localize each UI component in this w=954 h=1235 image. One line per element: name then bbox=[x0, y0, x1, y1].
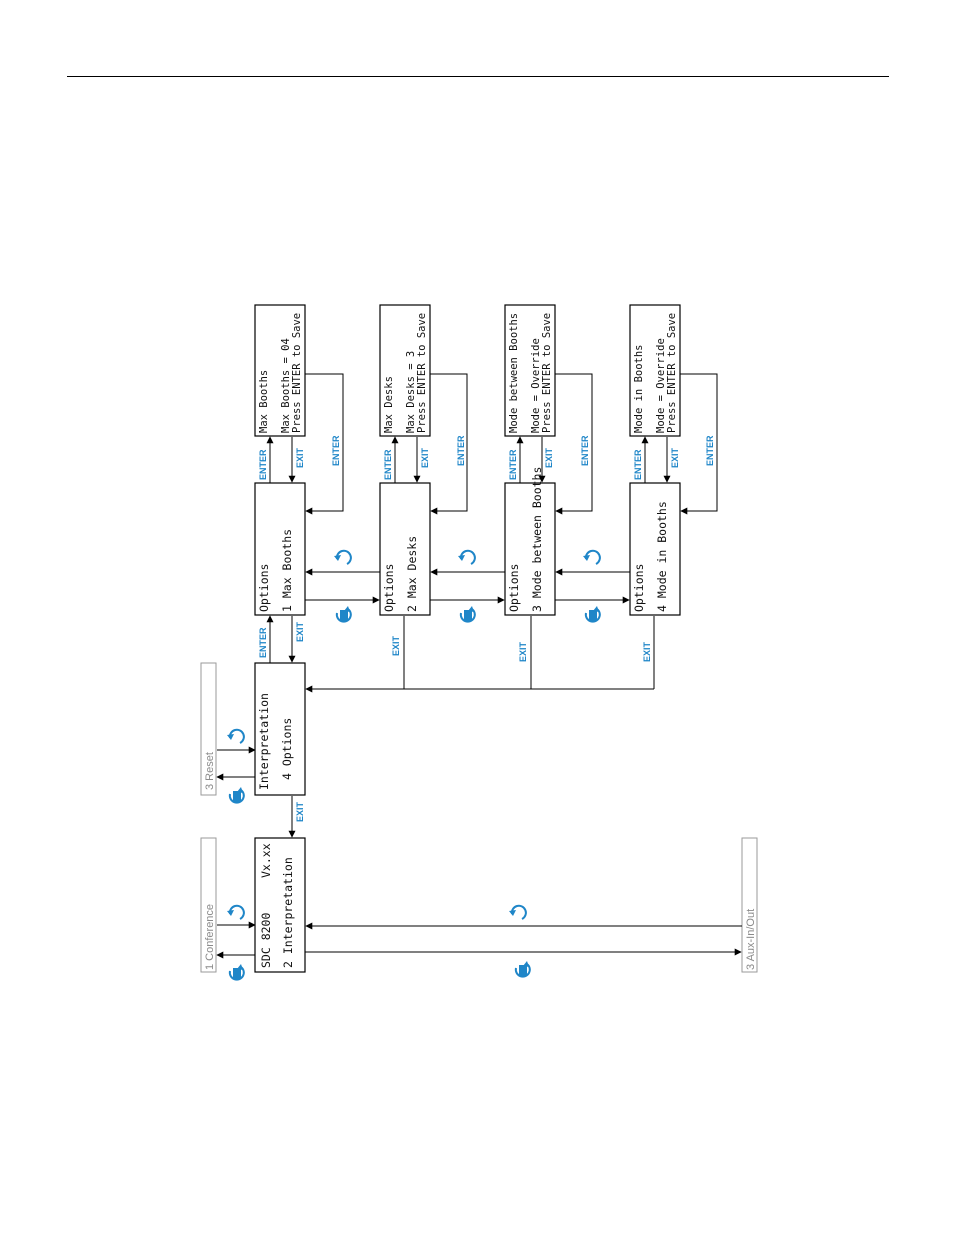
svg-text:EXIT: EXIT bbox=[670, 447, 680, 468]
svg-text:Max Desks = 3: Max Desks = 3 bbox=[405, 351, 417, 433]
svg-text:ENTER: ENTER bbox=[258, 449, 268, 480]
rotate-up-icon bbox=[508, 904, 527, 920]
svg-text:Mode between Booths: Mode between Booths bbox=[508, 313, 520, 433]
rotate-up-icon bbox=[333, 549, 352, 565]
settings-box-3: Mode between Booths Mode = Override Pres… bbox=[504, 304, 556, 437]
svg-text:Mode = Override: Mode = Override bbox=[530, 338, 542, 433]
aux-label: 3 Aux-In/Out bbox=[745, 909, 757, 970]
rotate-up-icon bbox=[226, 904, 245, 920]
conference-label: 1 Conference bbox=[204, 904, 216, 970]
svg-text:Max Desks: Max Desks bbox=[383, 376, 395, 433]
svg-text:ENTER: ENTER bbox=[580, 435, 590, 466]
settings-box-4: Mode in Booths Mode = Override Press ENT… bbox=[629, 304, 681, 437]
svg-text:1 Max Booths: 1 Max Booths bbox=[280, 529, 294, 612]
svg-text:ENTER: ENTER bbox=[456, 435, 466, 466]
svg-text:EXIT: EXIT bbox=[295, 447, 305, 468]
svg-text:Mode in Booths: Mode in Booths bbox=[633, 344, 645, 433]
interpretation-box: Interpretation 4 Options bbox=[254, 662, 306, 796]
svg-text:ENTER: ENTER bbox=[383, 449, 393, 480]
rotate-down-icon bbox=[228, 786, 245, 804]
svg-text:3 Mode between Booths: 3 Mode between Booths bbox=[530, 467, 544, 612]
reset-box: 3 Reset bbox=[200, 662, 217, 796]
settings-box-1: Max Booths Max Booths = 04 Press ENTER t… bbox=[254, 304, 306, 437]
main-menu-box: SDC 8200 Vx.xx 2 Interpretation bbox=[254, 837, 306, 973]
svg-text:Options: Options bbox=[632, 564, 646, 612]
svg-text:Press ENTER to Save: Press ENTER to Save bbox=[416, 313, 428, 433]
exit-label: EXIT bbox=[295, 801, 305, 822]
svg-text:Max Booths: Max Booths bbox=[258, 370, 270, 433]
exit-label: EXIT bbox=[391, 635, 401, 656]
reset-label: 3 Reset bbox=[204, 752, 216, 790]
exit-label: EXIT bbox=[642, 641, 652, 662]
rotate-up-icon bbox=[226, 728, 245, 744]
rotate-down-icon bbox=[459, 605, 476, 623]
header-rule bbox=[67, 76, 889, 77]
svg-text:Press ENTER to Save: Press ENTER to Save bbox=[541, 313, 553, 433]
exit-label: EXIT bbox=[518, 641, 528, 662]
options-box-4: Options 4 Mode in Booths bbox=[629, 482, 681, 616]
main-version: Vx.xx bbox=[259, 843, 273, 878]
conference-box: 1 Conference bbox=[200, 837, 217, 973]
rotate-down-icon bbox=[335, 605, 352, 623]
svg-text:ENTER: ENTER bbox=[633, 449, 643, 480]
svg-text:2 Max Desks: 2 Max Desks bbox=[405, 536, 419, 612]
svg-text:Options: Options bbox=[507, 564, 521, 612]
svg-text:ENTER: ENTER bbox=[331, 435, 341, 466]
options-box-2: Options 2 Max Desks bbox=[379, 482, 431, 616]
svg-text:4 Mode in Booths: 4 Mode in Booths bbox=[655, 501, 669, 612]
svg-text:Press ENTER to Save: Press ENTER to Save bbox=[666, 313, 678, 433]
svg-text:Options: Options bbox=[382, 564, 396, 612]
interp-line1: Interpretation bbox=[257, 693, 271, 790]
svg-text:Mode = Override: Mode = Override bbox=[655, 338, 667, 433]
flow-labels: EXIT ENTER EXIT EXIT EXIT EXIT ENTER EXI… bbox=[258, 435, 715, 822]
options-box-1: Options 1 Max Booths bbox=[254, 482, 306, 616]
options-box-3: Options 3 Mode between Booths bbox=[504, 467, 556, 616]
rotate-up-icon bbox=[457, 549, 476, 565]
main-line2: 2 Interpretation bbox=[281, 857, 295, 968]
rotate-down-icon bbox=[228, 963, 245, 981]
enter-label: ENTER bbox=[258, 627, 268, 658]
exit-label: EXIT bbox=[295, 621, 305, 642]
svg-text:ENTER: ENTER bbox=[705, 435, 715, 466]
main-line1: SDC 8200 bbox=[259, 913, 273, 968]
settings-box-2: Max Desks Max Desks = 3 Press ENTER to S… bbox=[379, 304, 431, 437]
rotate-down-icon bbox=[514, 960, 531, 978]
rotate-down-icon bbox=[584, 605, 601, 623]
svg-text:Press ENTER to Save: Press ENTER to Save bbox=[291, 313, 303, 433]
interp-line2: 4 Options bbox=[280, 718, 294, 780]
aux-box: 3 Aux-In/Out bbox=[741, 837, 758, 973]
connectors-main bbox=[216, 615, 742, 959]
svg-text:Max Booths = 04: Max Booths = 04 bbox=[280, 338, 292, 433]
rotate-up-icon bbox=[582, 549, 601, 565]
connectors-settings bbox=[266, 373, 718, 515]
connectors-options bbox=[305, 568, 630, 604]
svg-text:EXIT: EXIT bbox=[420, 447, 430, 468]
svg-text:Options: Options bbox=[257, 564, 271, 612]
svg-text:EXIT: EXIT bbox=[544, 447, 554, 468]
svg-text:ENTER: ENTER bbox=[508, 449, 518, 480]
